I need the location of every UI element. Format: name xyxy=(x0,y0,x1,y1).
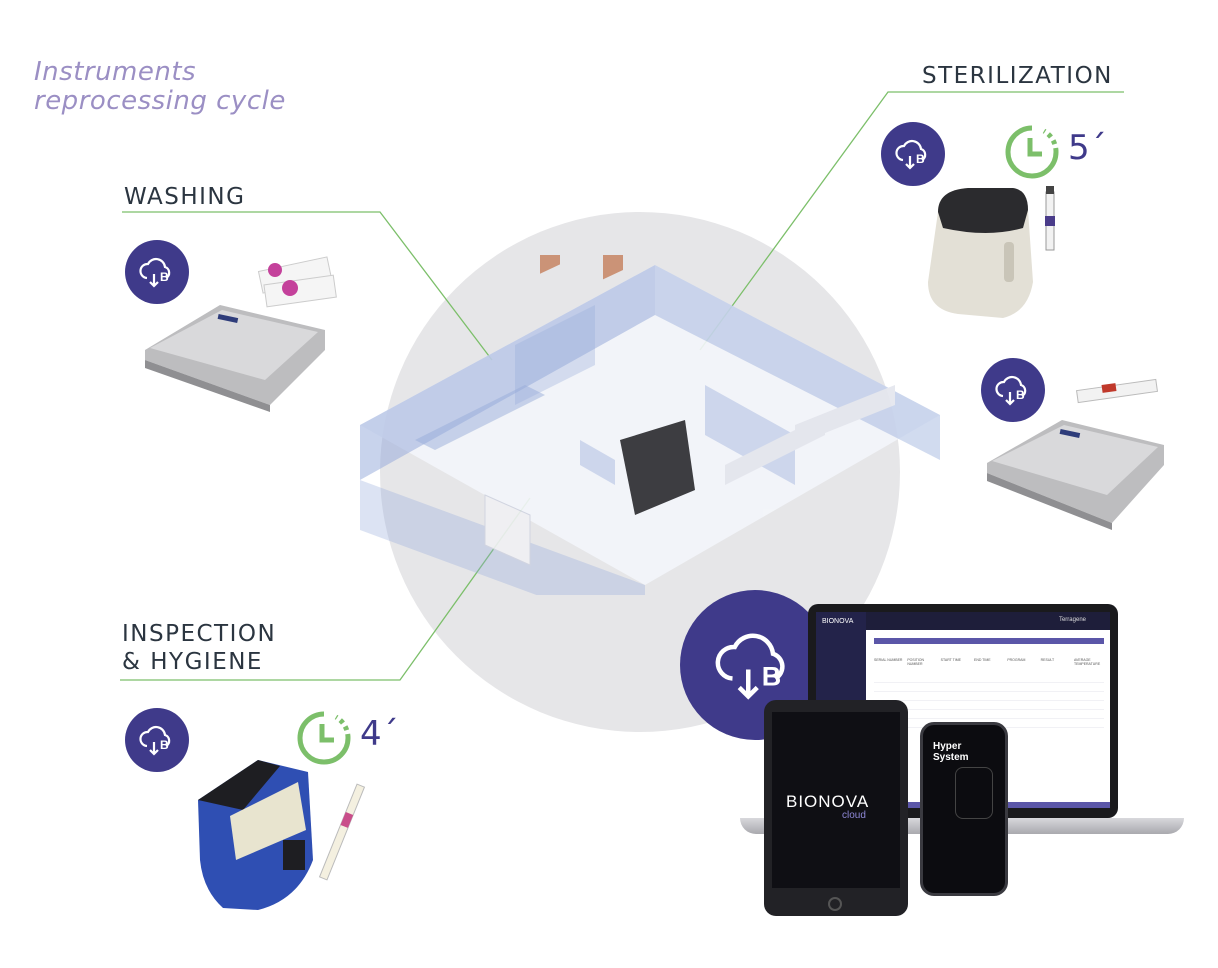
phone-heading: Hyper System xyxy=(933,741,969,763)
tablet-brand-sub: cloud xyxy=(842,810,866,821)
laptop-brand: BIONOVA xyxy=(822,618,854,625)
sterilization-label: STERILIZATION xyxy=(922,63,1113,89)
cloud-letter: B xyxy=(762,661,782,691)
laptop-table-header: SERIAL NUMBER POSITION NUMBER START TIME… xyxy=(874,658,1104,670)
washing-connector xyxy=(122,211,493,361)
indicator-cards xyxy=(257,256,337,308)
inspection-timer-value: 4´ xyxy=(360,714,399,754)
phone-device-sketch xyxy=(955,767,993,819)
tablet-screen: BIONOVA cloud xyxy=(772,712,900,888)
indicator-strip xyxy=(1075,378,1159,404)
scanner-cloud-icon: B xyxy=(981,358,1045,422)
sterilization-scanner xyxy=(987,378,1164,530)
cloud-letter: B xyxy=(160,270,169,284)
sterilization-incubator xyxy=(928,186,1055,318)
diagram-title: Instruments reprocessing cycle xyxy=(34,57,286,116)
sterilization-timer-value: 5´ xyxy=(1068,128,1107,168)
col-average: AVERAGE TEMPERATURE xyxy=(1073,658,1101,666)
col-serial: SERIAL NUMBER xyxy=(874,658,903,662)
inspection-label: INSPECTION & HYGIENE xyxy=(122,621,277,675)
inspection-connector xyxy=(120,497,531,681)
phone: Hyper System xyxy=(920,722,1008,896)
inspection-cloud-icon: B xyxy=(125,708,189,772)
sterilization-connector xyxy=(699,91,1124,351)
cloud-letter: B xyxy=(160,738,169,752)
laptop-header-right: Terragene xyxy=(1058,617,1086,623)
col-start: START TIME xyxy=(940,658,962,662)
inspection-timer-icon xyxy=(294,708,354,768)
inspection-incubator xyxy=(198,760,366,910)
washing-scanner xyxy=(145,256,337,412)
laptop-topbar: Terragene xyxy=(866,612,1110,630)
col-position: POSITION NUMBER xyxy=(907,658,925,666)
tablet-brand: BIONOVA xyxy=(786,792,870,811)
sterilization-cloud-icon: B xyxy=(881,122,945,186)
cloud-letter: B xyxy=(916,152,925,166)
col-program: PROGRAM xyxy=(1007,658,1026,662)
tablet-home-button xyxy=(828,897,842,911)
lab-floorplan xyxy=(360,255,940,595)
laptop-table-title-bar xyxy=(874,638,1104,644)
sterilization-timer-icon xyxy=(1002,122,1062,182)
tablet: BIONOVA cloud xyxy=(764,700,908,916)
washing-label: WASHING xyxy=(124,184,246,210)
col-result: RESULT xyxy=(1040,658,1055,662)
cloud-letter: B xyxy=(1016,388,1025,402)
col-end: END TIME xyxy=(973,658,991,662)
washing-cloud-icon: B xyxy=(125,240,189,304)
